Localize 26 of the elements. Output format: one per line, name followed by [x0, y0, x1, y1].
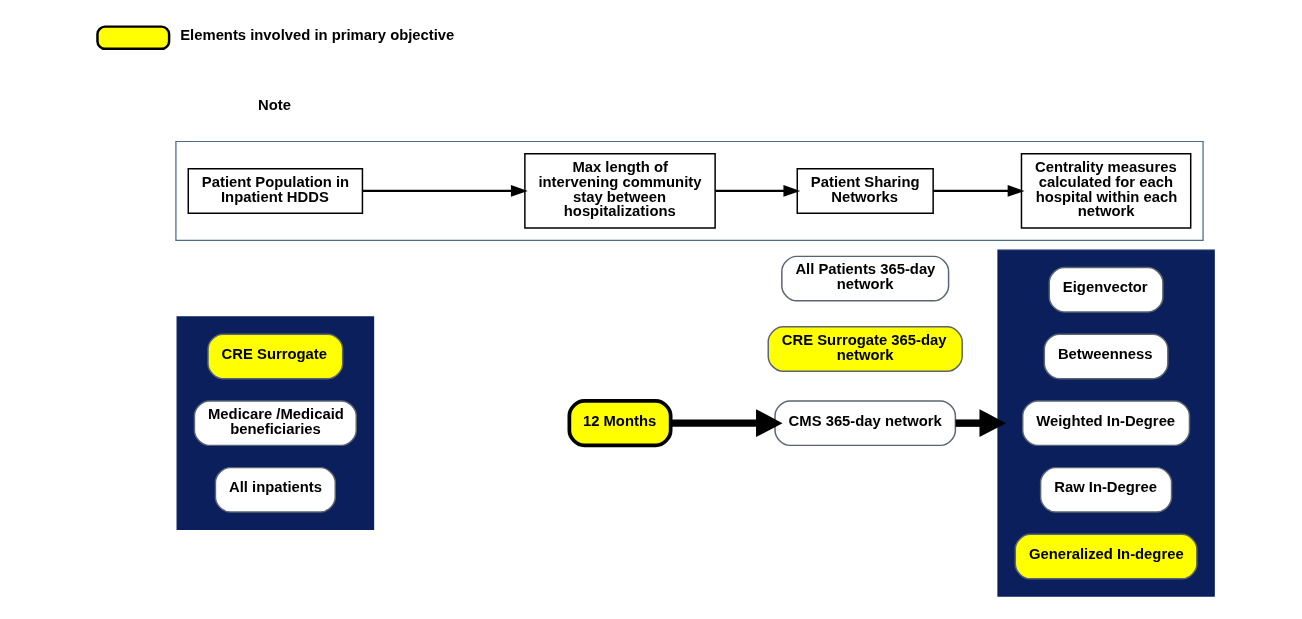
- arrow: [932, 185, 1024, 197]
- arrow: [714, 185, 800, 197]
- node-box: Generalized In-degree: [1014, 533, 1198, 580]
- cluster: [174, 140, 1204, 241]
- node-box: Patient Population in Inpatient HDDS: [187, 167, 363, 214]
- node-box: Centrality measures calculated for each hospital within each network: [1020, 153, 1191, 229]
- node-box: 12 Months: [567, 399, 672, 448]
- node-box: Weighted In-Degree: [1021, 400, 1190, 447]
- node-box: Raw In-Degree: [1039, 466, 1172, 513]
- cluster: [176, 316, 374, 530]
- node-box: Max length of intervening community stay between hospitalizations: [523, 153, 716, 229]
- node-box: CMS 365-day network: [773, 400, 956, 447]
- node-box: CRE Surrogate: [206, 333, 343, 380]
- arrow: [955, 409, 1006, 438]
- cluster: [996, 249, 1215, 597]
- node-box: Medicare /Medicaid beneficiaries: [193, 400, 357, 447]
- arrow: [670, 409, 783, 438]
- label: Note: [257, 96, 291, 113]
- node-box: Patient Sharing Networks: [796, 167, 934, 214]
- node-box: All Patients 365-day network: [780, 255, 949, 302]
- arrow: [362, 185, 528, 197]
- node-box: All inpatients: [214, 466, 336, 513]
- node-box: CRE Surrogate 365-day network: [767, 326, 963, 372]
- node-box: Eigenvector: [1048, 266, 1164, 313]
- legend-label: Elements involved in primary objective: [179, 27, 454, 44]
- node-box: Betweenness: [1043, 333, 1169, 380]
